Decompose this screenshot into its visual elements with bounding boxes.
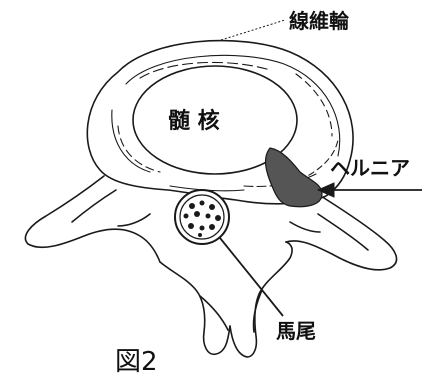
- cauda-leader-line: [220, 238, 283, 316]
- cauda-label: 馬尾: [276, 319, 316, 343]
- cauda-equina: [175, 190, 229, 244]
- hernia-arrow: [318, 183, 422, 197]
- hernia-protrusion: [266, 148, 322, 207]
- annulus-leader-line: [221, 20, 285, 40]
- hernia-label: ヘルニア: [330, 156, 410, 180]
- annulus-label: 線維輪: [289, 9, 350, 33]
- nucleus-label: 髄 核: [168, 108, 220, 134]
- figure-caption: 図2: [115, 347, 158, 376]
